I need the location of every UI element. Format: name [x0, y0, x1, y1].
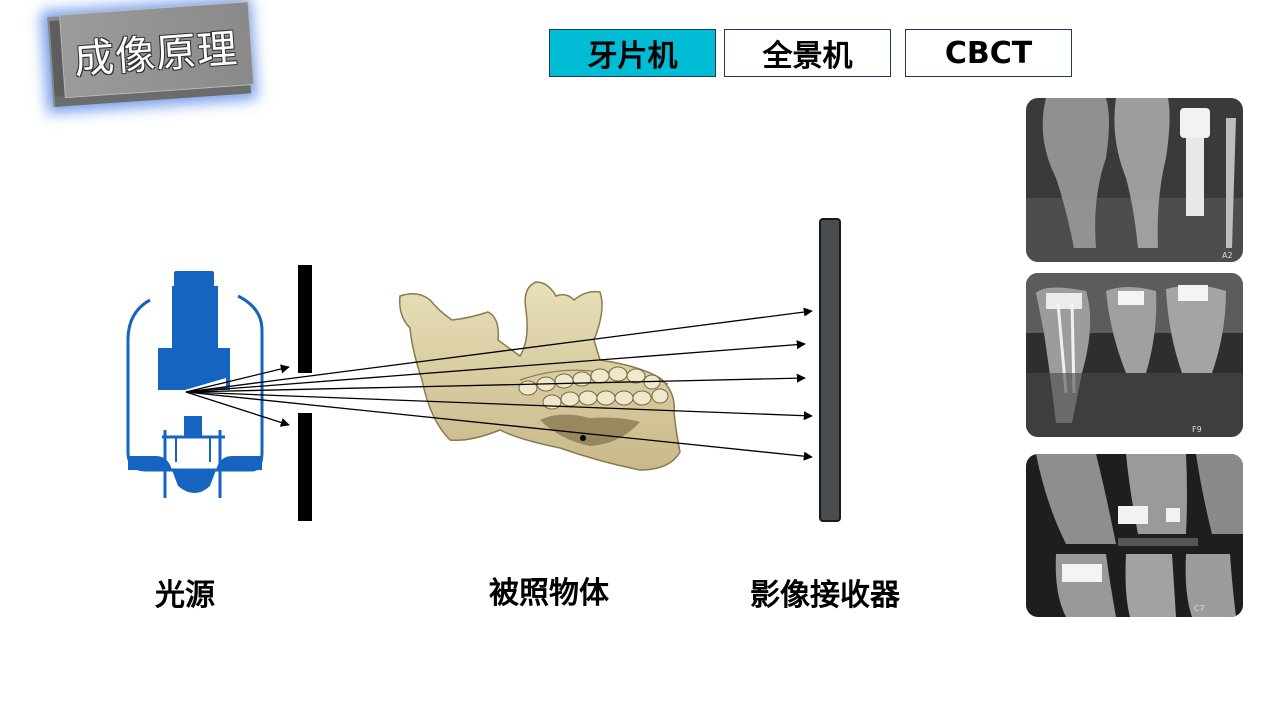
- tab-label: CBCT: [944, 35, 1033, 71]
- image-receiver-plate: [819, 218, 841, 522]
- label-irradiated-object: 被照物体: [489, 576, 609, 611]
- imaging-principle-diagram: [126, 218, 841, 522]
- source-rays: [185, 364, 290, 427]
- tab-dental-xray[interactable]: 牙片机: [549, 29, 716, 77]
- xray-corner-mark: F9: [1192, 425, 1202, 434]
- periapical-radiograph-1: A2: [1026, 98, 1243, 262]
- label-light-source: 光源: [155, 578, 215, 613]
- tab-label: 牙片机: [587, 39, 678, 74]
- collimator-upper: [298, 265, 312, 373]
- mandible-icon: [398, 281, 681, 471]
- periapical-radiograph-2: F9: [1026, 273, 1243, 437]
- xray-tube-icon: [126, 271, 264, 498]
- xray-corner-mark: A2: [1222, 251, 1233, 260]
- tab-panoramic[interactable]: 全景机: [724, 29, 891, 77]
- xray-corner-mark: C7: [1194, 604, 1205, 613]
- collimator-lower: [298, 413, 312, 521]
- label-image-receiver: 影像接收器: [750, 578, 900, 613]
- bitewing-radiograph: C7: [1026, 454, 1243, 617]
- tab-label: 全景机: [762, 39, 853, 74]
- tab-cbct[interactable]: CBCT: [905, 29, 1072, 77]
- beam-rays: [185, 307, 813, 461]
